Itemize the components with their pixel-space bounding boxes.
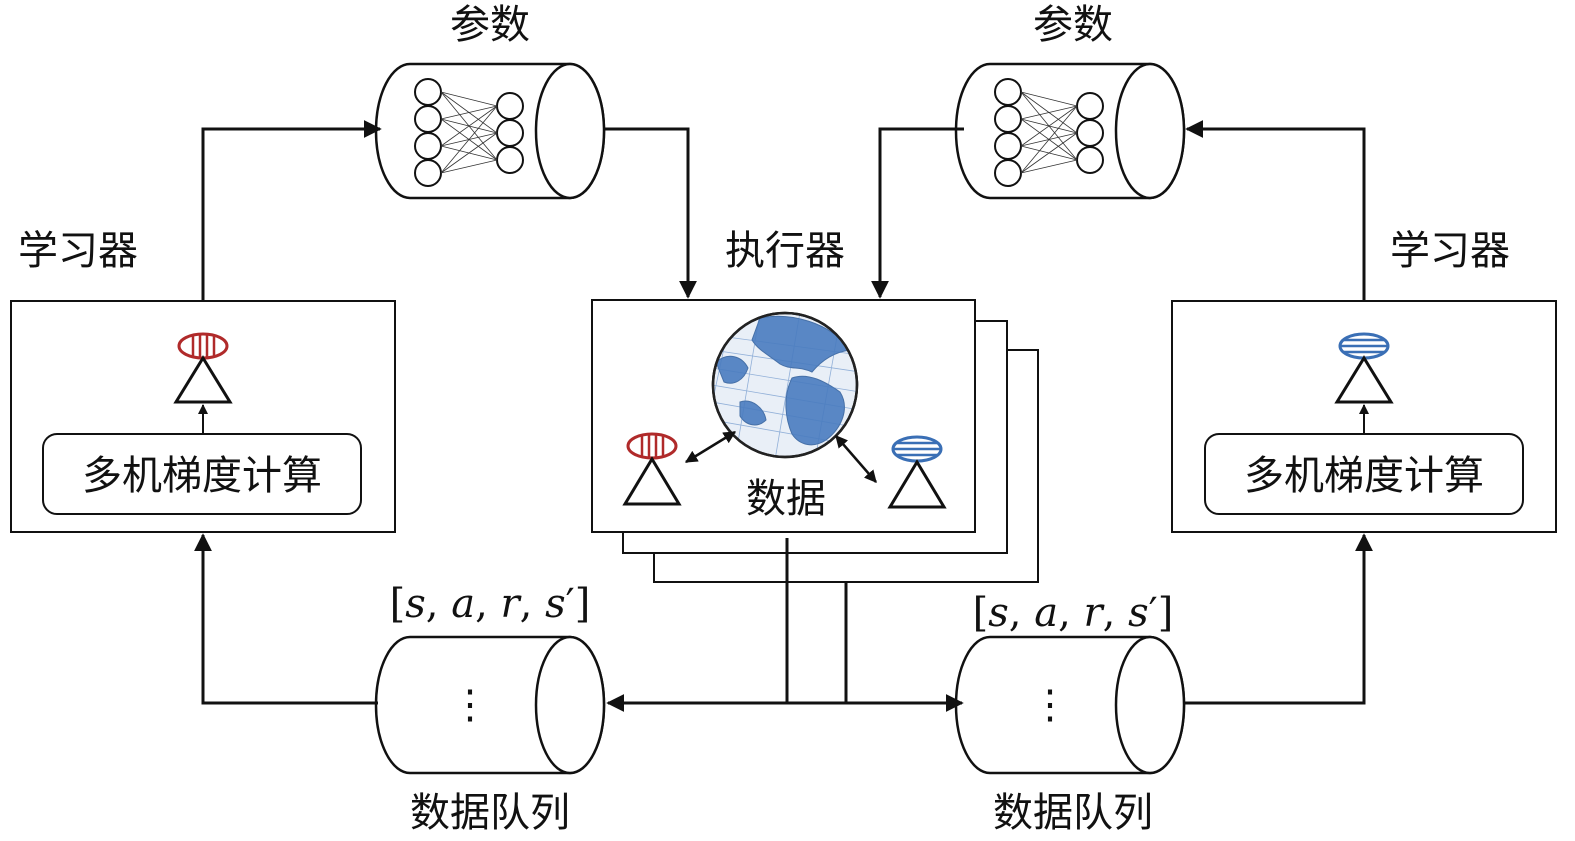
learner-label-left: 学习器 [18, 228, 138, 274]
arrow-queue-to-learner-right [1185, 533, 1373, 705]
param-cylinder-right [954, 62, 1186, 200]
multi-gpu-label-right: 多机梯度计算 [1244, 453, 1484, 499]
arrow-params-to-executor-right [871, 127, 964, 299]
policy-icon-blue [1334, 332, 1394, 404]
arrow-learner-to-params-right [1185, 120, 1366, 300]
param-cylinder-left [374, 62, 606, 200]
multi-gpu-label-left: 多机梯度计算 [82, 453, 322, 499]
env-data-label: 数据 [746, 476, 826, 522]
params-label-left: 参数 [450, 2, 530, 48]
data-queue-left: ⋮ [374, 635, 606, 775]
arrow-params-to-executor-left [604, 127, 697, 299]
queue-ellipsis: ⋮ [1030, 682, 1070, 728]
executor-label: 执行器 [725, 228, 845, 274]
executor-policy-blue [887, 435, 947, 509]
interaction-arrow-left [684, 430, 737, 464]
arrow-learner-to-params-left [201, 120, 382, 300]
params-label-right: 参数 [1033, 2, 1113, 48]
queue-ellipsis: ⋮ [450, 682, 490, 728]
multi-gpu-compute-box-right [1204, 433, 1524, 515]
transition-tuple-right: [s, a, r, s′] [973, 590, 1174, 636]
transition-tuple-left: [s, a, r, s′] [390, 581, 591, 627]
data-queue-label-left: 数据队列 [410, 790, 570, 836]
executor-policy-red [622, 432, 682, 506]
learner-label-right: 学习器 [1390, 228, 1510, 274]
policy-icon-red [173, 332, 233, 404]
data-queue-right: ⋮ [954, 635, 1186, 775]
multi-gpu-compute-box-left [42, 433, 362, 515]
interaction-arrow-right [835, 435, 877, 483]
arrow-queue-to-learner-left [194, 533, 378, 705]
data-queue-label-right: 数据队列 [993, 790, 1153, 836]
globe-icon [711, 311, 859, 459]
